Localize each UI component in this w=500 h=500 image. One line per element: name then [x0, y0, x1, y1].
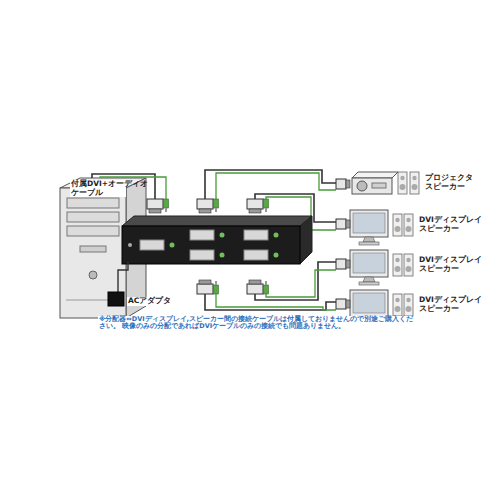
device-label: DVIディスプレイ スピーカー [418, 256, 482, 273]
part-label: ACアダプタ [127, 297, 172, 306]
cable-label: 付属DVI+オーディオ ケーブル [70, 180, 126, 197]
device-label: プロジェクタ スピーカー [424, 174, 474, 191]
ac-adapter [108, 262, 128, 306]
projector [352, 172, 398, 194]
note-text: ※分配器⇔DVIディスプレイ,スピーカー間の接続ケーブルは付属しておりませんので… [98, 316, 418, 331]
device-label: DVIディスプレイ スピーカー [418, 216, 482, 233]
audio-cables [100, 173, 336, 310]
device-label: DVIディスプレイ スピーカー [418, 296, 482, 313]
cables [92, 170, 336, 310]
dvi-splitter [122, 216, 312, 264]
